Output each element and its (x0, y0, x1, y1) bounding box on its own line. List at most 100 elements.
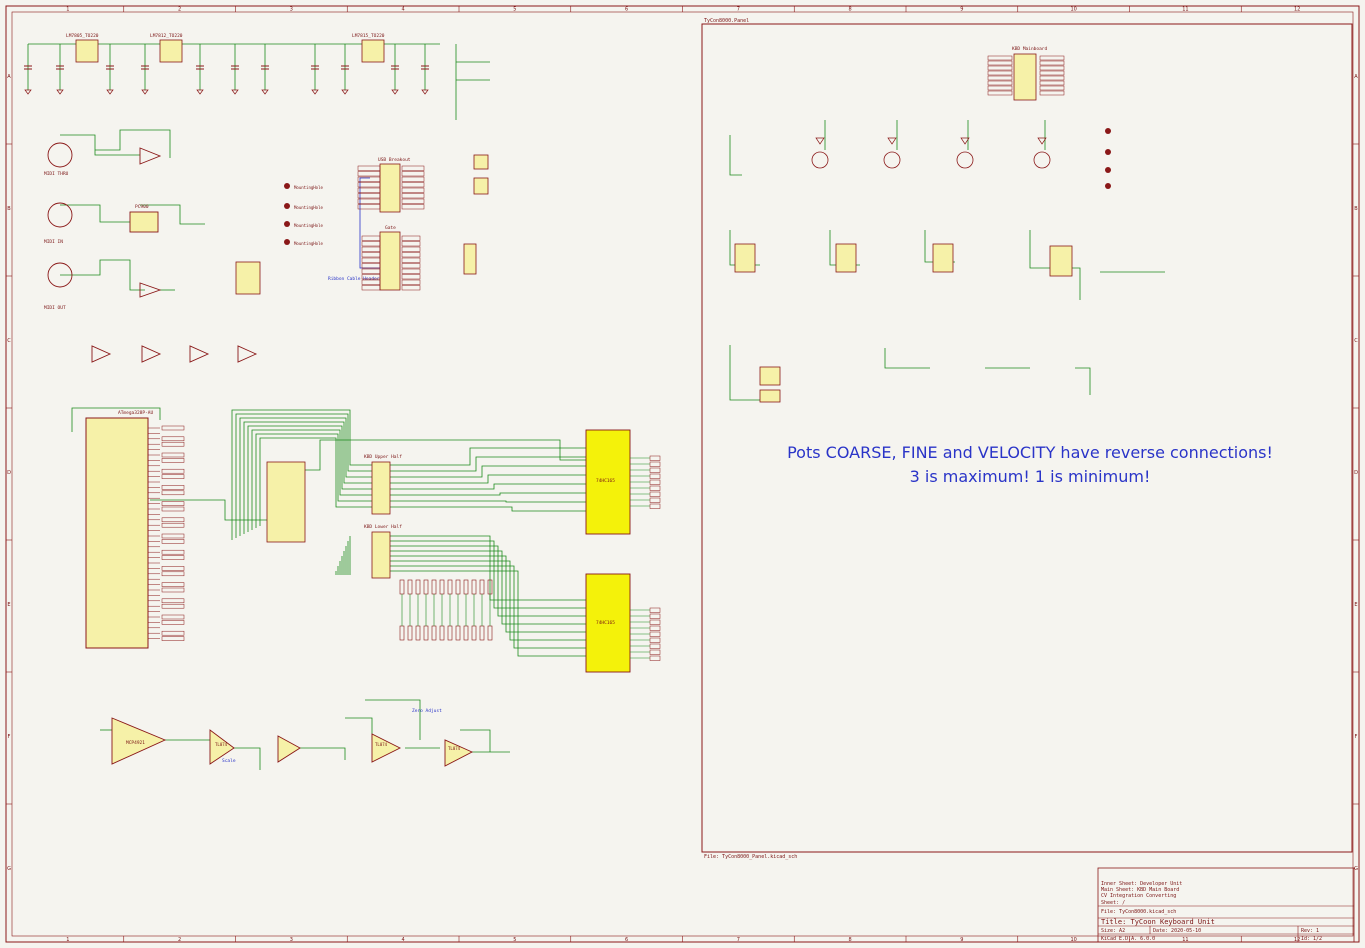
bus-wires (150, 409, 586, 657)
panel-sheet-title: TyCon8000.Panel (704, 18, 749, 24)
led-symbol (960, 137, 970, 145)
mux-output-labels (630, 455, 661, 661)
net-label (649, 473, 661, 479)
mcu[interactable] (85, 417, 149, 649)
bus-wire (390, 500, 586, 503)
frame-row-label: B (7, 206, 11, 212)
pulldown-resistors (399, 579, 493, 641)
resistor (439, 579, 445, 595)
net-label (401, 165, 425, 171)
frame-col-label: 7 (737, 937, 740, 943)
net-label (401, 187, 425, 193)
gnd-symbol (141, 89, 149, 95)
net-label (161, 630, 185, 636)
led-symbol (1037, 137, 1047, 145)
opamp-label-3: TL074 (448, 746, 461, 751)
kbd-upper-header[interactable] (371, 461, 391, 515)
reverse-connection-note-line2: 3 is maximum! 1 is minimum! (910, 467, 1151, 486)
net-label (401, 285, 421, 291)
title-block-info-3: CV Integration Converting (1101, 893, 1176, 899)
net-label (161, 555, 185, 560)
frame-col-label: 7 (737, 7, 740, 13)
frame-col-label: 8 (849, 7, 852, 13)
cv-opamps (111, 717, 474, 767)
mux-lower-label: 74HC165 (596, 620, 615, 626)
transistor-symbol (1033, 151, 1051, 169)
net-label (401, 198, 425, 204)
gnd-symbol (231, 89, 239, 95)
net-label (401, 263, 421, 269)
net-label (649, 479, 661, 485)
mounting-hole-label-4: MountingHole (294, 241, 323, 246)
resistor (479, 625, 485, 641)
title-block-title: Title: TyCoon Keyboard Unit (1101, 918, 1215, 926)
panel-switches[interactable] (734, 243, 1073, 403)
bus-wire (390, 545, 586, 617)
frame-row-label: A (7, 74, 11, 80)
frame-row-label: D (7, 470, 11, 476)
net-label (401, 182, 425, 188)
net-label (1039, 75, 1065, 81)
title-block-file: File: TyCon8000.kicad_sch (1101, 909, 1176, 915)
mux-ics[interactable]: 74HC165 74HC165 (585, 429, 631, 673)
net-label (161, 501, 185, 506)
net-label (161, 506, 185, 512)
small-ic[interactable] (235, 261, 261, 295)
midi-section (60, 129, 205, 291)
kbd-mainboard-label: KBD Mainboard (1012, 46, 1048, 52)
net-label (161, 636, 185, 641)
title-block-info-2: Main Sheet: KBD Main Board (1101, 887, 1179, 893)
net-label (361, 252, 381, 258)
panel-sheet-block[interactable] (701, 23, 1353, 853)
panel-pots (729, 230, 1165, 401)
kbd-lower-header[interactable] (371, 531, 391, 579)
svg-text:USB Breakout: USB Breakout (378, 157, 411, 163)
frame-col-label: 3 (290, 7, 293, 13)
net-label (649, 461, 661, 467)
led-transistors (811, 137, 1051, 169)
resistor (455, 625, 461, 641)
resistor (407, 625, 413, 641)
resistor (415, 625, 421, 641)
net-label (357, 187, 381, 193)
bus-wire (390, 560, 586, 641)
mcu-label: ATmega328P-AU (118, 410, 154, 416)
voltage-regulators: LM7805_TO220 LM7812_TO220 LM7815_TO220 (66, 33, 385, 63)
net-label (161, 614, 185, 620)
resistor (447, 625, 453, 641)
net-label (401, 252, 421, 258)
regulator-1-label: LM7805_TO220 (66, 33, 99, 39)
title-block-tool: KiCad E.D.A. 6.0.0 (1101, 936, 1155, 942)
frame-col-label: 10 (1070, 937, 1076, 943)
net-label (161, 468, 185, 474)
net-label (161, 539, 185, 544)
midi-out-label: MIDI OUT (44, 305, 66, 311)
midi-in-label: MIDI IN (44, 239, 63, 245)
ribbon-note: Ribbon Cable Header (328, 276, 380, 282)
usb-breakout-header[interactable]: USB Breakout Gate Ribbon Cable Header (328, 157, 411, 291)
led-drivers (729, 120, 1046, 176)
gnd-symbol (106, 89, 114, 95)
net-label (361, 263, 381, 269)
net-label (161, 436, 185, 442)
net-label (161, 549, 185, 555)
title-block-rev: Rev: 1 (1301, 928, 1319, 934)
shift-register-left[interactable] (266, 461, 306, 543)
kbd-mainboard-connector[interactable] (1013, 53, 1037, 101)
mounting-hole-label-2: MountingHole (294, 205, 323, 210)
title-block-id: Id: 1/2 (1301, 936, 1322, 942)
bus-wire (150, 499, 267, 521)
opamp-label-2: TL074 (375, 742, 388, 747)
resistor (431, 625, 437, 641)
net-label (1039, 85, 1065, 91)
resistor (455, 579, 461, 595)
frame-col-label: 4 (402, 937, 405, 943)
zero-adjust-label: Zero Adjust (412, 708, 442, 714)
frame-col-label: 11 (1182, 937, 1188, 943)
bus-wire (305, 439, 586, 471)
frame-col-label: 12 (1294, 7, 1300, 13)
net-label (361, 257, 381, 263)
transistor-symbol (883, 151, 901, 169)
bus-wire (390, 550, 586, 625)
midi-connectors: MIDI THRU MIDI IN MIDI OUT (44, 142, 73, 311)
